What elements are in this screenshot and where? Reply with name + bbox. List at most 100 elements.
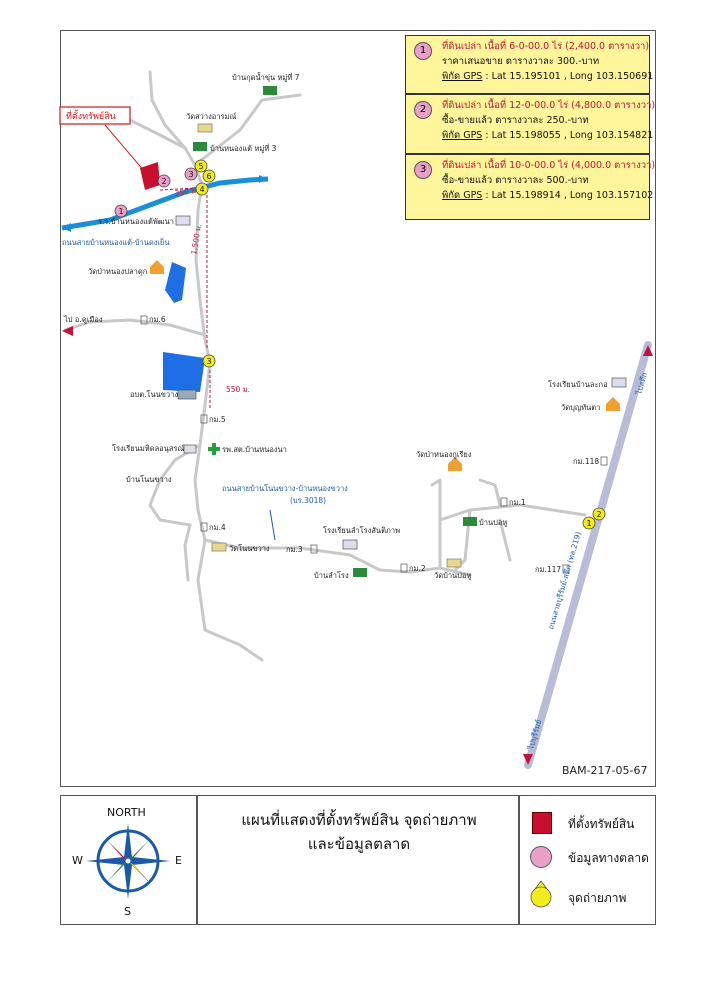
label-wat-pa-nongpladuk: วัดป่าหนองปลาดุก xyxy=(88,267,147,276)
svg-text:2: 2 xyxy=(596,510,601,519)
photo-points xyxy=(194,159,606,530)
label-hospital: รพ.สต.บ้านหนองนา xyxy=(222,445,287,454)
legend-market-label: ข้อมูลทางตลาด xyxy=(568,851,649,865)
document-code: BAM-217-05-67 xyxy=(562,764,648,777)
market-info-gps-value: : Lat 15.195101 , Long 103.150691 xyxy=(482,71,654,82)
label-village-7: บ้านกุดน้ำขุ่น หมู่ที่ 7 xyxy=(232,72,300,82)
property-parcel xyxy=(140,162,160,190)
label-km1: กม.1 xyxy=(509,498,526,507)
label-school-lamrong: โรงเรียนลำโรงสันติภาพ xyxy=(323,526,400,535)
legend-property-swatch xyxy=(532,812,552,834)
svg-text:2: 2 xyxy=(161,177,166,186)
label-km118: กม.118 xyxy=(573,457,599,466)
label-ban-lamrong: บ้านลำโรง xyxy=(314,571,349,580)
label-dist-1500: 1,500 ม. xyxy=(189,223,203,255)
market-marker-1 xyxy=(114,204,128,218)
market-info-price: ราคาเสนอขาย ตารางวาละ 300.-บาท xyxy=(442,56,600,67)
label-km6: กม.6 xyxy=(149,315,166,324)
label-road-nonkhwang: ถนนสายบ้านโนนขวาง-บ้านหนองขวาง xyxy=(222,484,348,493)
wat-pa-icons xyxy=(150,260,620,471)
label-dist-350: 350 ม. xyxy=(174,186,199,198)
market-info-land: ที่ดินเปล่า เนื้อที่ 12-0-00.0 ไร่ (4,80… xyxy=(442,100,656,111)
arrow-north-highway-icon xyxy=(643,345,653,356)
market-info-box-3: 3 ที่ดินเปล่า เนื้อที่ 10-0-00.0 ไร่ (4,… xyxy=(405,154,656,220)
market-info-price: ซื้อ-ขายแล้ว ตารางวาละ 500.-บาท xyxy=(442,175,589,186)
market-info-price: ซื้อ-ขายแล้ว ตารางวาละ 250.-บาท xyxy=(442,115,589,126)
legend-frame xyxy=(60,795,656,925)
legend-property-label: ที่ตั้งทรัพย์สิน xyxy=(568,817,635,831)
label-ban-nonkhwang: บ้านโนนขวาง xyxy=(126,475,172,484)
highway-219 xyxy=(524,341,652,769)
location-map: 123 564 321 บ้านกุดน้ำขุ่น หมู่ที่ 7 xyxy=(59,70,653,769)
svg-text:5: 5 xyxy=(198,162,203,171)
svg-text:1: 1 xyxy=(118,207,123,216)
market-marker-3 xyxy=(184,167,198,181)
label-wat-nonkhwang: วัดโนนขวาง xyxy=(229,544,270,553)
hospital-icon xyxy=(208,443,220,455)
arrow-west-road-icon xyxy=(62,326,73,336)
market-info-gps-label: พิกัด GPS xyxy=(442,71,483,82)
svg-text:3: 3 xyxy=(188,170,193,179)
svg-text:1: 1 xyxy=(586,519,591,528)
svg-text:3: 3 xyxy=(206,357,211,366)
temple-icons xyxy=(197,123,462,568)
pond-upper xyxy=(165,262,186,303)
svg-text:4: 4 xyxy=(199,185,204,194)
label-to-buriram: ไปบุรีรัมย์ xyxy=(526,719,543,752)
market-info-gps-value: : Lat 15.198055 , Long 103.154821 xyxy=(482,130,654,141)
market-info-land: ที่ดินเปล่า เนื้อที่ 10-0-00.0 ไร่ (4,00… xyxy=(442,160,656,171)
legend-divider xyxy=(196,796,198,924)
market-info-box-2: 2 ที่ดินเปล่า เนื้อที่ 12-0-00.0 ไร่ (4,… xyxy=(405,94,656,154)
legend-market-icon xyxy=(530,846,552,868)
label-road-code: (บร.3018) xyxy=(290,496,326,505)
market-number-badge: 2 xyxy=(414,101,432,119)
market-number-badge: 3 xyxy=(414,161,432,179)
village-icons xyxy=(193,86,477,577)
km-marker-icons xyxy=(140,315,608,574)
legend-photo-icon xyxy=(530,880,552,908)
label-property-callout: ที่ตั้งทรัพย์สิน xyxy=(66,109,116,122)
label-road-nongtae: ถนนสายบ้านหนองแต้-บ้านดงเย็น xyxy=(62,237,169,247)
map-title: แผนที่แสดงที่ตั้งทรัพย์สิน จุดถ่ายภาพ xyxy=(241,811,477,829)
label-wat-sawang: วัดสว่างอารมณ์ xyxy=(186,112,236,121)
label-km3: กม.3 xyxy=(286,545,303,554)
label-wat-ban-pohu: วัดบ้านปอหู xyxy=(434,571,471,580)
label-village-3: บ้านหนองแต้ หมู่ที่ 3 xyxy=(210,143,277,153)
label-school-nongtae: ร.ร.บ้านหนองแต้พัฒนา xyxy=(98,217,174,226)
label-km117: กม.117 xyxy=(535,565,561,574)
market-info-box-1: 1 ที่ดินเปล่า เนื้อที่ 6-0-00.0 ไร่ (2,4… xyxy=(405,35,654,94)
arrow-south-highway-icon xyxy=(523,754,533,765)
label-km2: กม.2 xyxy=(409,564,426,573)
map-frame xyxy=(60,30,656,787)
pond-lower xyxy=(163,352,205,392)
label-school-lakhor: โรงเรียนบ้านละกอ xyxy=(548,380,608,389)
label-km4: กม.4 xyxy=(209,523,226,532)
market-info-gps-value: : Lat 15.198914 , Long 103.157102 xyxy=(482,190,654,201)
obt-building-icon xyxy=(177,389,197,400)
compass-south-label: S xyxy=(124,905,131,918)
legend-divider xyxy=(518,796,520,924)
market-info-land: ที่ดินเปล่า เนื้อที่ 6-0-00.0 ไร่ (2,400… xyxy=(442,41,650,52)
label-wat-pa-nongkhuriang: วัดป่าหนองกูเรียง xyxy=(416,450,472,459)
property-callout-box xyxy=(59,106,131,125)
label-dist-550: 550 ม. xyxy=(226,385,250,394)
market-info-gps-label: พิกัด GPS xyxy=(442,190,483,201)
compass-rose-icon xyxy=(86,823,170,899)
compass-west-label: W xyxy=(72,854,83,867)
label-wat-bunthanta: วัดบุญทันตา xyxy=(561,403,600,412)
label-school-mahidol: โรงเรียนมหิดลอนุสรณ์ xyxy=(112,444,184,453)
market-number-badge: 1 xyxy=(414,42,432,60)
market-info-gps-label: พิกัด GPS xyxy=(442,130,483,141)
river xyxy=(61,176,269,231)
label-ban-pohu: บ้านปอหู xyxy=(479,518,507,527)
compass-east-label: E xyxy=(175,854,182,867)
school-icons xyxy=(175,215,627,550)
legend-photo-label: จุดถ่ายภาพ xyxy=(568,891,627,905)
label-obt-nonkhwang: อบต.โนนขวาง xyxy=(130,390,178,399)
label-to-khueang: ไป อ.คูเมือง xyxy=(63,315,103,324)
compass-north-label: NORTH xyxy=(107,806,146,819)
market-marker-2 xyxy=(157,174,171,188)
map-subtitle: และข้อมูลตลาด xyxy=(307,835,411,853)
svg-text:6: 6 xyxy=(206,172,211,181)
label-km5: กม.5 xyxy=(209,415,226,424)
